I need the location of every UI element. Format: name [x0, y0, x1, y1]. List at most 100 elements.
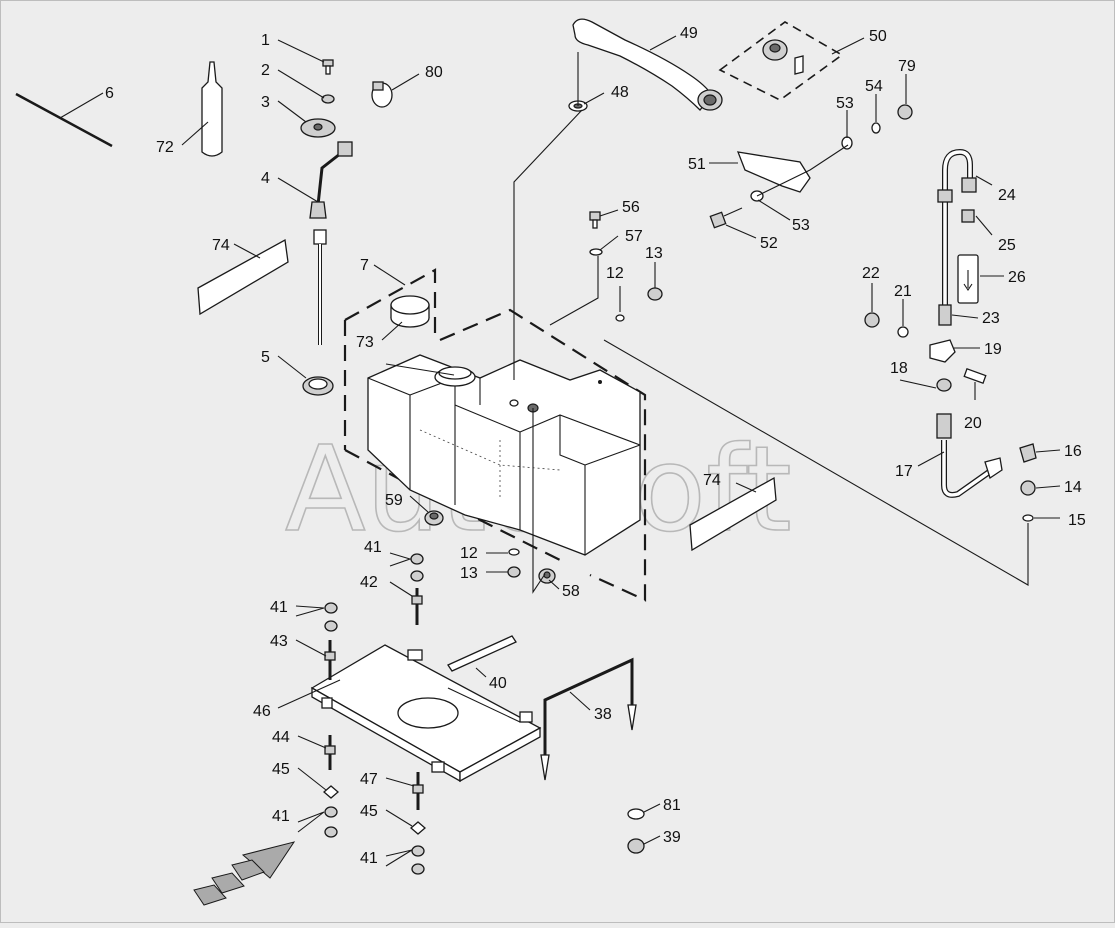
callout-14: 14	[1064, 479, 1082, 496]
nut-58	[538, 568, 556, 584]
callout-12-lower: 12	[460, 545, 478, 562]
callout-50: 50	[869, 28, 887, 45]
callout-25: 25	[998, 237, 1016, 254]
washer-15	[1022, 514, 1034, 522]
callout-41-d: 41	[360, 850, 378, 867]
washer-45-right	[410, 821, 426, 835]
clamp-80	[371, 81, 393, 108]
bolt-56	[589, 211, 601, 229]
callout-58: 58	[562, 583, 580, 600]
callout-79: 79	[898, 58, 916, 75]
washer-21	[897, 326, 909, 338]
clip-19	[929, 339, 956, 363]
strip-40	[447, 635, 517, 672]
callout-labels: 1 2 3 4 5 6 7 12 12 13 13 14 15 16 17 18…	[105, 25, 1086, 867]
callout-43: 43	[270, 633, 288, 650]
callout-16: 16	[1064, 443, 1082, 460]
callout-20: 20	[964, 415, 982, 432]
callout-13-lower: 13	[460, 565, 478, 582]
callout-47: 47	[360, 771, 378, 788]
screw-1	[322, 59, 334, 75]
washer-45-left	[323, 785, 339, 799]
nut-14	[1020, 480, 1036, 496]
callout-73: 73	[356, 334, 374, 351]
bracket-51	[736, 151, 811, 193]
stud-43	[324, 640, 336, 680]
callout-38: 38	[594, 706, 612, 723]
callout-49: 49	[680, 25, 698, 42]
callout-15: 15	[1068, 512, 1086, 529]
callout-45-right: 45	[360, 803, 378, 820]
callout-7: 7	[360, 257, 369, 274]
callout-51: 51	[688, 156, 706, 173]
nut-39	[627, 838, 645, 854]
fitting-18	[936, 378, 952, 392]
callout-46: 46	[253, 703, 271, 720]
stud-47	[412, 772, 424, 810]
callout-3: 3	[261, 94, 270, 111]
callout-54: 54	[865, 78, 883, 95]
callout-57: 57	[625, 228, 643, 245]
stud-44	[324, 735, 336, 770]
washer-57	[589, 248, 603, 256]
callout-48: 48	[611, 84, 629, 101]
nut-41-b2	[324, 620, 338, 632]
callout-24: 24	[998, 187, 1016, 204]
callout-21: 21	[894, 283, 912, 300]
callout-41-b: 41	[270, 599, 288, 616]
fuel-line-lower	[936, 413, 1037, 498]
washer-54	[871, 122, 881, 134]
callout-80: 80	[425, 64, 443, 81]
callout-39: 39	[663, 829, 681, 846]
tube-72	[201, 61, 223, 157]
tank-cap-50	[718, 21, 844, 101]
filler-cap	[390, 295, 430, 328]
nut-59	[424, 510, 444, 526]
bolt-20	[963, 367, 987, 385]
callout-56: 56	[622, 199, 640, 216]
callout-52: 52	[760, 235, 778, 252]
pad-74-right	[689, 476, 777, 552]
callout-13-upper: 13	[645, 245, 663, 262]
washer-12-lower	[508, 548, 520, 556]
callout-4: 4	[261, 170, 270, 187]
washer-2	[321, 94, 335, 104]
callout-42: 42	[360, 574, 378, 591]
callout-45-left: 45	[272, 761, 290, 778]
callout-59: 59	[385, 492, 403, 509]
washer-12-upper	[615, 314, 625, 322]
callout-2: 2	[261, 62, 270, 79]
callout-72: 72	[156, 139, 174, 156]
callout-53-lower: 53	[792, 217, 810, 234]
callout-17: 17	[895, 463, 913, 480]
callout-1: 1	[261, 32, 270, 49]
callout-12-upper: 12	[606, 265, 624, 282]
fuel-line-upper	[937, 148, 979, 326]
leader-lines	[59, 35, 1061, 867]
callout-6: 6	[105, 85, 114, 102]
nut-41-a1	[410, 553, 424, 565]
washer-53-upper	[841, 136, 853, 150]
flange-3	[300, 118, 336, 138]
callout-23: 23	[982, 310, 1000, 327]
nut-22	[864, 312, 880, 328]
callout-40: 40	[489, 675, 507, 692]
callout-81: 81	[663, 797, 681, 814]
nut-41-d2	[411, 863, 425, 875]
callout-74-right: 74	[703, 472, 721, 489]
nut-41-d1	[411, 845, 425, 857]
cable-tie-6	[15, 92, 113, 148]
nut-41-a2	[410, 570, 424, 582]
mounting-plate-46	[310, 644, 542, 783]
callout-44: 44	[272, 729, 290, 746]
callout-5: 5	[261, 349, 270, 366]
nut-13-lower	[507, 566, 521, 578]
nut-41-c1	[324, 806, 338, 818]
front-direction-arrow-icon	[193, 841, 296, 906]
nut-13-upper	[647, 287, 663, 301]
callout-41-c: 41	[272, 808, 290, 825]
callout-26: 26	[1008, 269, 1026, 286]
callout-18: 18	[890, 360, 908, 377]
